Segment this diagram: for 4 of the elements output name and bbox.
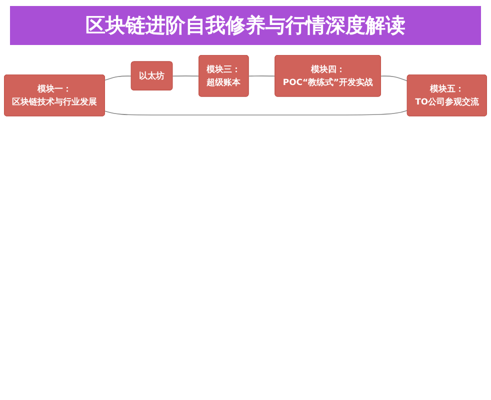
connector xyxy=(380,76,408,82)
title-banner: 区块链进阶自我修养与行情深度解读 xyxy=(10,6,481,45)
connector xyxy=(104,110,408,116)
connector xyxy=(104,76,132,81)
